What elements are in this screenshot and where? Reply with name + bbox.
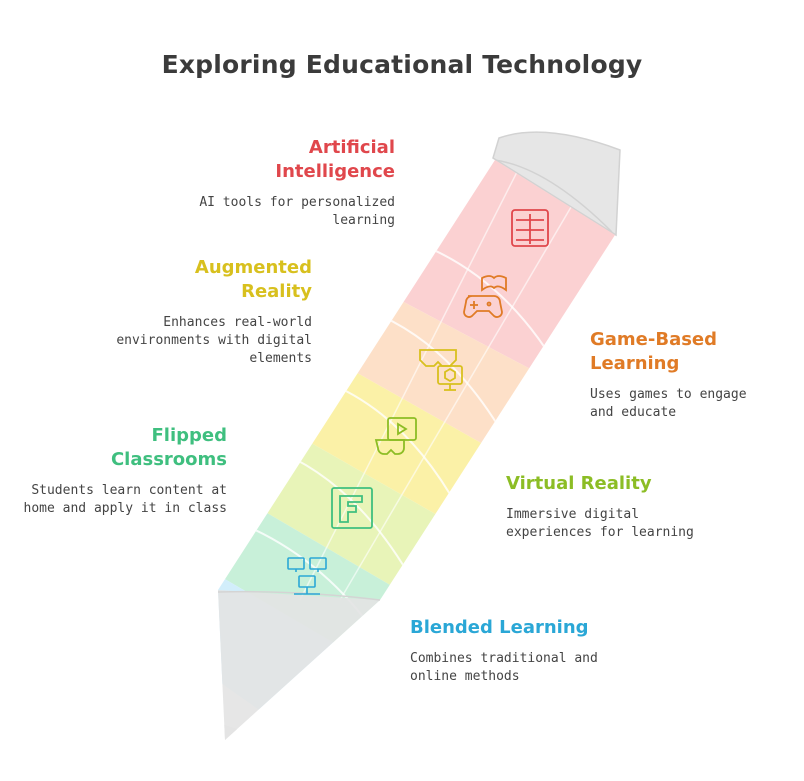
- item-flipped-classrooms: Flipped Classrooms Students learn conten…: [20, 424, 228, 518]
- network-computers-icon: [287, 557, 327, 595]
- item-game-based-learning: Game-Based Learning Uses games to engage…: [590, 328, 790, 422]
- page-title: Exploring Educational Technology: [161, 50, 643, 79]
- item-artificial-intelligence: Artificial Intelligence AI tools for per…: [150, 136, 395, 230]
- description-virtual-reality: Immersive digital experiences for learni…: [506, 507, 694, 540]
- heading-blended-learning: Blended Learning: [410, 617, 589, 638]
- item-augmented-reality: Augmented Reality Enhances real-world en…: [90, 256, 312, 368]
- vr-headset-play-icon: [374, 417, 417, 455]
- description-augmented-reality: Enhances real-world environments with di…: [116, 315, 312, 366]
- heading-augmented-reality: Augmented Reality: [194, 257, 312, 302]
- ar-headset-cube-icon: [419, 349, 463, 391]
- item-virtual-reality: Virtual Reality Immersive digital experi…: [506, 472, 736, 542]
- heading-artificial-intelligence: Artificial Intelligence: [275, 137, 395, 182]
- item-blended-learning: Blended Learning Combines traditional an…: [410, 616, 650, 686]
- description-blended-learning: Combines traditional and online methods: [410, 651, 598, 684]
- heading-flipped-classrooms: Flipped Classrooms: [110, 425, 227, 470]
- heading-virtual-reality: Virtual Reality: [506, 473, 652, 494]
- description-flipped-classrooms: Students learn content at home and apply…: [23, 483, 228, 516]
- heading-game-based-learning: Game-Based Learning: [590, 329, 718, 374]
- flip-layout-icon: [331, 487, 373, 529]
- grid-tablet-icon: [511, 209, 549, 247]
- gamepad-book-icon: [463, 275, 507, 318]
- description-game-based-learning: Uses games to engage and educate: [590, 387, 747, 420]
- description-artificial-intelligence: AI tools for personalized learning: [199, 195, 395, 228]
